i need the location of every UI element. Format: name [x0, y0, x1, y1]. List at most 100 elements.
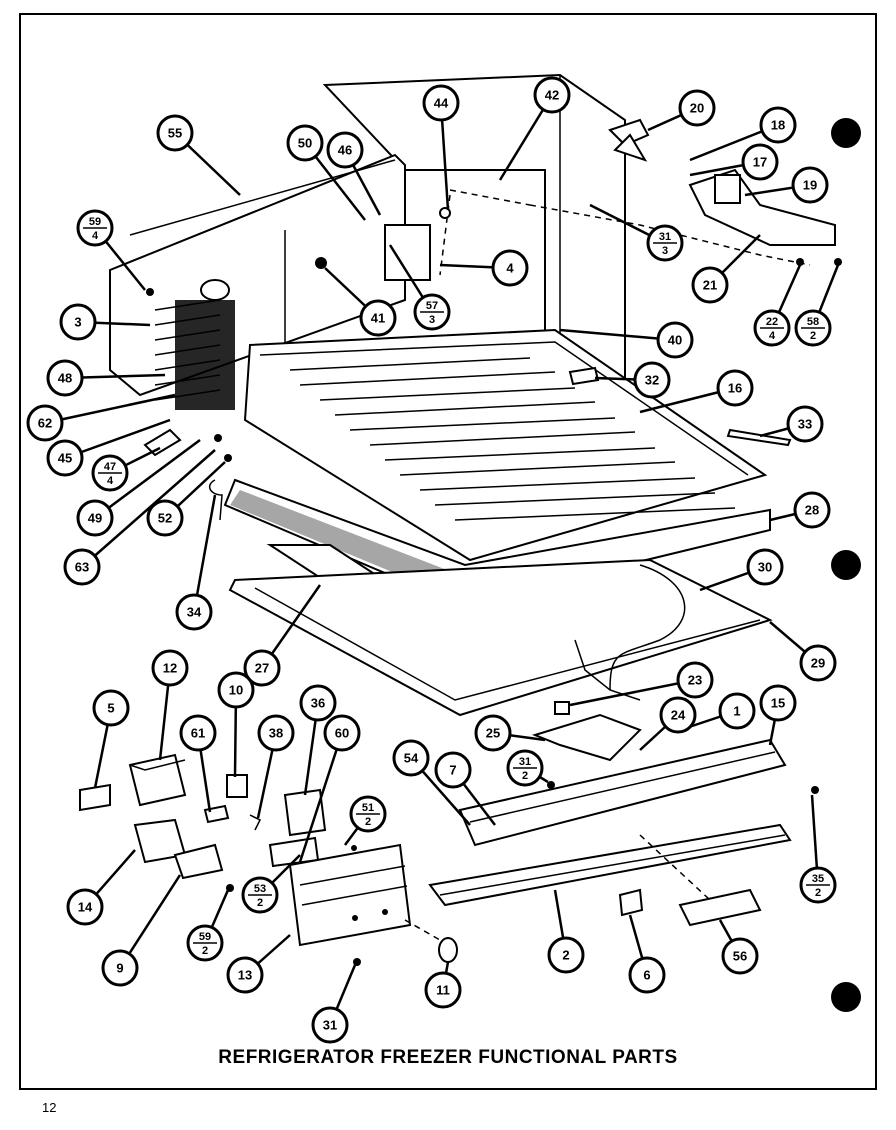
callout-24: 24 [659, 696, 697, 734]
callout-1: 1 [718, 692, 756, 730]
callout-circle [659, 696, 697, 734]
callout-50: 50 [286, 124, 324, 162]
callout-number: 27 [255, 660, 269, 675]
callout-17: 17 [741, 143, 779, 181]
callout-45: 45 [46, 439, 84, 477]
callout-61: 61 [179, 714, 217, 752]
callout-23: 23 [676, 661, 714, 699]
callout-circle [179, 714, 217, 752]
callout-number: 20 [690, 100, 704, 115]
callout-number: 51 [362, 802, 374, 814]
callout-quantity: 2 [365, 816, 371, 828]
callout-circle [323, 714, 361, 752]
callout-circle [678, 89, 716, 127]
callout-54: 54 [392, 739, 430, 777]
callout-circle [721, 937, 759, 975]
callout-quantity: 4 [107, 475, 114, 487]
callout-number: 52 [158, 510, 172, 525]
callout-circle [718, 692, 756, 730]
callout-circle [759, 106, 797, 144]
callout-number: 3 [74, 314, 81, 329]
callout-number: 2 [562, 947, 569, 962]
callout-number: 41 [371, 310, 385, 325]
callout-circle [746, 548, 784, 586]
callout-number: 57 [426, 300, 438, 312]
callout-55: 55 [156, 114, 194, 152]
callout-quantity: 2 [257, 897, 263, 909]
callout-circle [156, 114, 194, 152]
callout-19: 19 [791, 166, 829, 204]
callout-quantity: 2 [810, 330, 816, 342]
callout-21: 21 [691, 266, 729, 304]
callout-28: 28 [793, 491, 831, 529]
callout-number: 18 [771, 117, 785, 132]
callout-number: 61 [191, 725, 205, 740]
callout-47-4: 474 [91, 454, 129, 492]
callout-circle [691, 266, 729, 304]
callout-number: 4 [506, 260, 514, 275]
callout-22-4: 224 [753, 309, 791, 347]
callout-number: 46 [338, 142, 352, 157]
callout-18: 18 [759, 106, 797, 144]
callout-number: 50 [298, 135, 312, 150]
callout-9: 9 [101, 949, 139, 987]
callout-circle [326, 131, 364, 169]
callout-circle [533, 76, 571, 114]
callout-circle [422, 84, 460, 122]
callout-circle [799, 644, 837, 682]
parts-linework [79, 73, 842, 966]
callout-number: 56 [733, 948, 747, 963]
leader-line-60 [298, 732, 344, 863]
callout-number: 47 [104, 461, 116, 473]
callout-number: 31 [519, 756, 531, 768]
callout-circle [46, 359, 84, 397]
callout-20: 20 [678, 89, 716, 127]
callout-circle [226, 956, 264, 994]
callout-12: 12 [151, 649, 189, 687]
callout-31: 31 [311, 1006, 349, 1044]
callout-number: 17 [753, 154, 767, 169]
callout-48: 48 [46, 359, 84, 397]
callout-16: 16 [716, 369, 754, 407]
callout-number: 1 [733, 703, 740, 718]
callout-5: 5 [92, 689, 130, 727]
callout-34: 34 [175, 593, 213, 631]
callout-number: 40 [668, 332, 682, 347]
callout-number: 16 [728, 380, 742, 395]
leader-line-23 [569, 678, 696, 707]
leader-line-62 [44, 393, 176, 425]
callout-number: 62 [38, 415, 52, 430]
callout-number: 36 [311, 695, 325, 710]
callout-number: 59 [89, 216, 101, 228]
callout-circle [491, 249, 529, 287]
callout-circle [257, 714, 295, 752]
callout-number: 33 [798, 416, 812, 431]
callout-60: 60 [323, 714, 361, 752]
callout-circle [434, 751, 472, 789]
callout-11: 11 [424, 971, 462, 1009]
callout-14: 14 [66, 888, 104, 926]
callout-circle [424, 971, 462, 1009]
callout-36: 36 [299, 684, 337, 722]
callout-number: 48 [58, 370, 72, 385]
callout-number: 10 [229, 682, 243, 697]
callout-13: 13 [226, 956, 264, 994]
callout-circle [791, 166, 829, 204]
callout-circle [175, 593, 213, 631]
callout-number: 38 [269, 725, 283, 740]
page-number: 12 [42, 1100, 57, 1115]
callout-44: 44 [422, 84, 460, 122]
callout-58-2: 582 [794, 309, 832, 347]
callout-35-2: 352 [799, 866, 837, 904]
callout-42: 42 [533, 76, 571, 114]
callout-number: 44 [434, 95, 449, 110]
callout-number: 14 [78, 899, 93, 914]
callout-circle [46, 439, 84, 477]
diagram-title: REFRIGERATOR FREEZER FUNCTIONAL PARTS [218, 1047, 678, 1068]
callout-4: 4 [491, 249, 529, 287]
callout-circle [628, 956, 666, 994]
callout-59-4: 594 [76, 209, 114, 247]
callout-number: 13 [238, 967, 252, 982]
callout-quantity: 2 [522, 770, 528, 782]
